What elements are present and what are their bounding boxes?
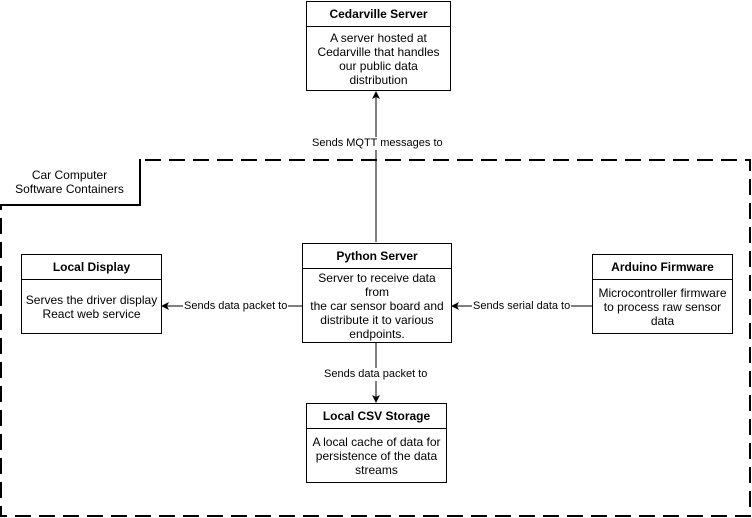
local-csv-storage-node[interactable]: Local CSV Storage A local cache of data … bbox=[306, 403, 447, 483]
arduino-firmware-description: Microcontroller firmware to process raw … bbox=[598, 285, 727, 328]
python-server-node[interactable]: Python Server Server to receive data fro… bbox=[302, 243, 452, 343]
arduino-firmware-title: Arduino Firmware bbox=[593, 255, 732, 280]
python-server-title: Python Server bbox=[303, 244, 451, 269]
python-server-description: Server to receive data from the car sens… bbox=[310, 270, 444, 341]
cedarville-server-node[interactable]: Cedarville Server A server hosted at Ced… bbox=[306, 1, 451, 91]
edge-label-python-to-storage: Sends data packet to bbox=[323, 368, 429, 381]
local-csv-storage-title: Local CSV Storage bbox=[307, 404, 446, 429]
cedarville-server-title: Cedarville Server bbox=[307, 2, 450, 27]
local-csv-storage-description: A local cache of data for persistence of… bbox=[312, 434, 441, 477]
edge-label-python-to-display: Sends data packet to bbox=[183, 300, 289, 313]
local-display-description: Serves the driver display React web serv… bbox=[25, 292, 158, 321]
local-display-node[interactable]: Local Display Serves the driver display … bbox=[21, 254, 162, 334]
cedarville-server-description: A server hosted at Cedarville that handl… bbox=[317, 30, 440, 87]
edge-label-python-to-cedarville: Sends MQTT messages to bbox=[311, 137, 444, 150]
arduino-firmware-node[interactable]: Arduino Firmware Microcontroller firmwar… bbox=[592, 254, 733, 334]
container-label: Car Computer Software Containers bbox=[0, 159, 141, 206]
edge-label-arduino-to-python: Sends serial data to bbox=[472, 300, 572, 313]
local-display-title: Local Display bbox=[22, 255, 161, 280]
